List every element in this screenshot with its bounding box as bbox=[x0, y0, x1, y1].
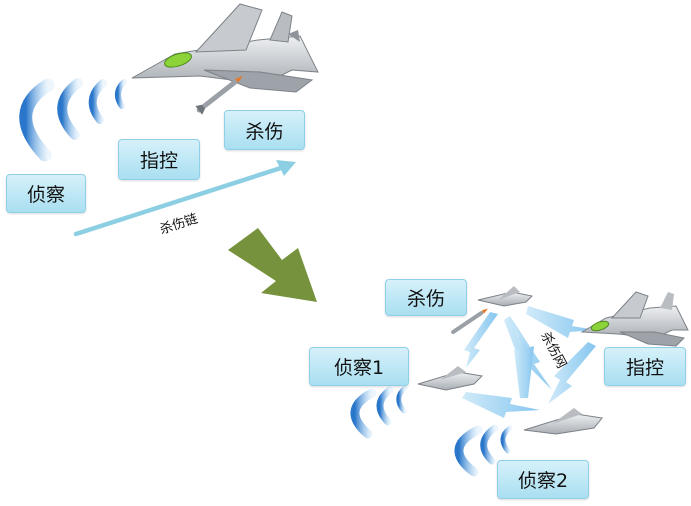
drone-icon-recon2 bbox=[524, 408, 602, 434]
drone-icon-top bbox=[478, 286, 532, 306]
kill-web-label: 杀伤网 bbox=[537, 330, 569, 371]
kill-chain-label: 杀伤链 bbox=[158, 212, 200, 238]
fighter-jet-icon bbox=[132, 4, 318, 92]
radar-waves-recon1 bbox=[355, 388, 405, 434]
transition-arrow bbox=[228, 228, 317, 302]
network-node-command: 指控 bbox=[604, 347, 686, 386]
network-node-recon1: 侦察1 bbox=[309, 347, 409, 386]
network-node-strike: 杀伤 bbox=[385, 279, 467, 316]
chain-node-command: 指控 bbox=[118, 139, 200, 180]
radar-waves-top bbox=[26, 82, 124, 155]
chain-node-recon: 侦察 bbox=[6, 174, 86, 213]
drone-icon-recon1 bbox=[418, 366, 482, 390]
network-node-recon2: 侦察2 bbox=[497, 460, 589, 499]
chain-node-strike: 杀伤 bbox=[224, 110, 305, 150]
network-links bbox=[462, 306, 596, 418]
fighter-jet-icon-network bbox=[582, 292, 688, 346]
